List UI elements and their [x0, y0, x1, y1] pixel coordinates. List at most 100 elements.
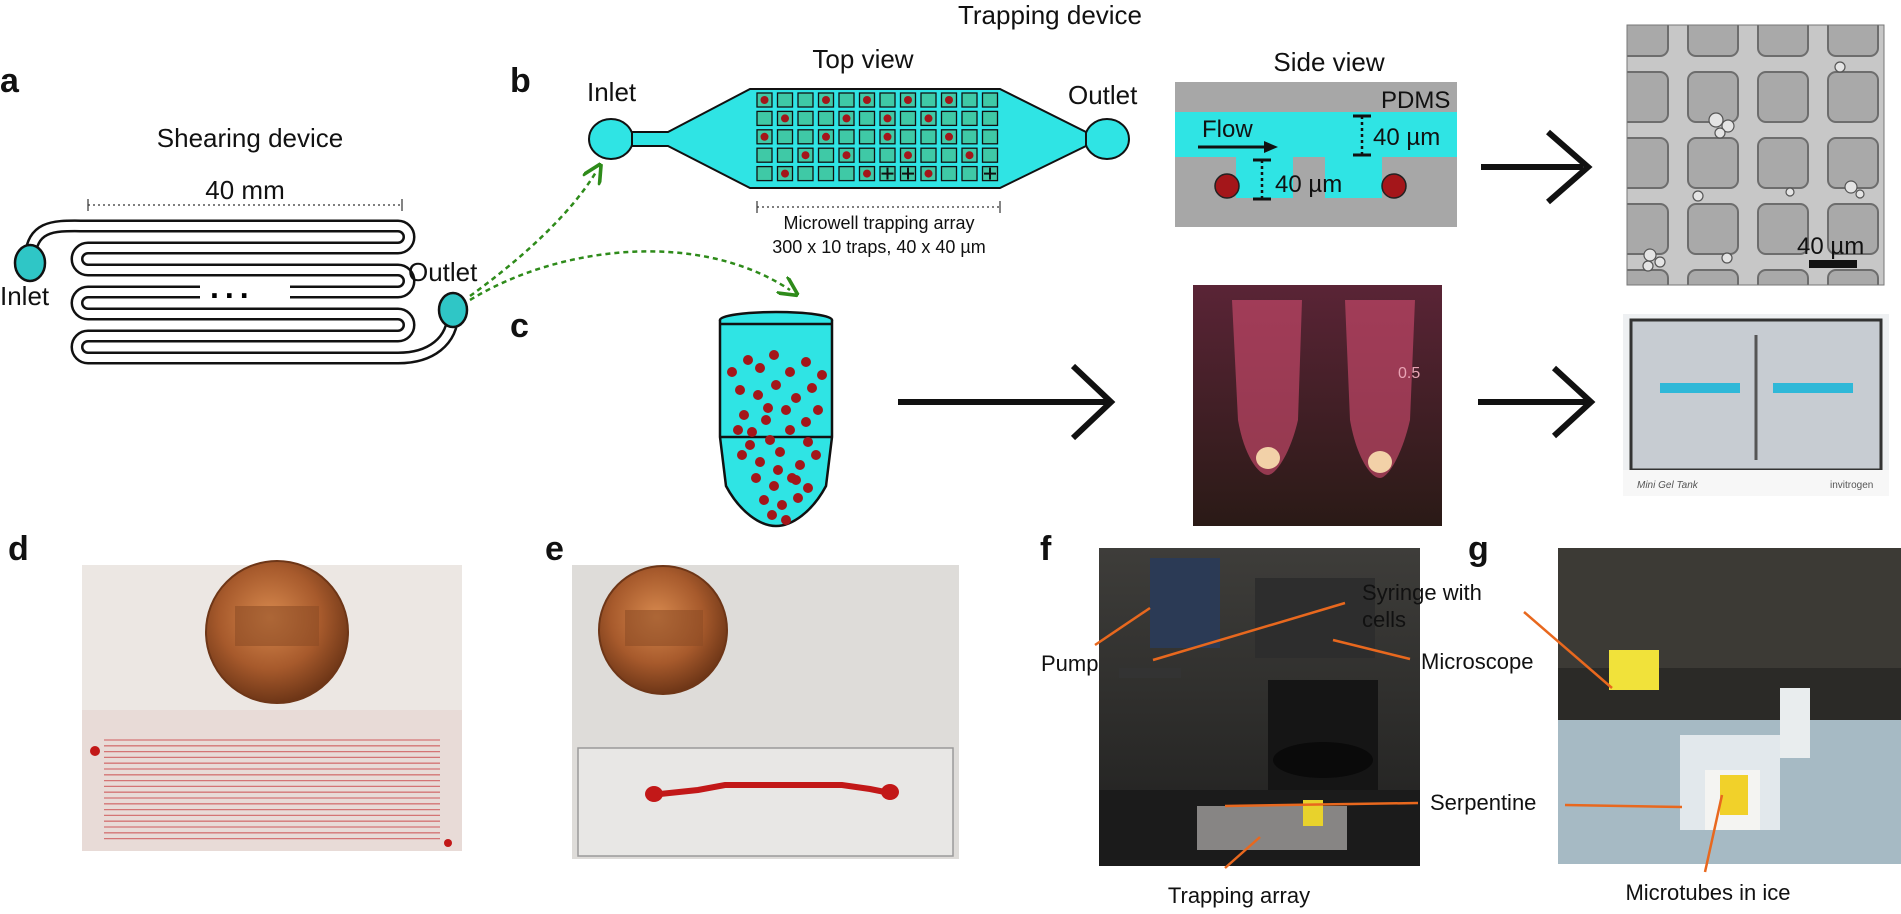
micrograph-scale-label: 40 µm — [1797, 233, 1864, 260]
trapped-cell-dot — [822, 132, 830, 141]
microwell-trap — [797, 129, 814, 145]
cell-dot — [735, 385, 745, 395]
panel-letter-f: f — [1040, 530, 1052, 568]
microwell-trap — [961, 110, 978, 127]
cell-dot — [803, 483, 813, 493]
trapping-device-title: Trapping device — [958, 0, 1142, 30]
microwell-trap — [797, 110, 814, 127]
cell-dot — [807, 383, 817, 393]
microscope-label: Microscope — [1421, 649, 1533, 674]
panel-b-side-view: Side view PDMS Flow 40 µm 40 µm — [1175, 47, 1457, 227]
flow-arrow — [1198, 141, 1278, 153]
trapped-cell-dot — [904, 96, 912, 104]
microwell-trap — [940, 165, 958, 182]
microwell-trap — [817, 165, 835, 182]
micrograph-scale-bar — [1809, 260, 1857, 268]
trapped-cell-dot — [801, 151, 810, 160]
cell-dot — [753, 390, 763, 400]
cell-dot — [777, 500, 787, 510]
flow-label: Flow — [1202, 116, 1253, 143]
cell-dot — [773, 465, 783, 475]
microwell-trap-grid — [756, 92, 999, 182]
arrow-to-tube-photo — [898, 363, 1116, 441]
cell-dot — [751, 473, 761, 483]
trapped-cell-dot — [842, 151, 851, 160]
microwell-trap — [776, 147, 794, 163]
microwell-trap — [899, 110, 917, 127]
cell-dot — [817, 370, 827, 380]
microwell-trap — [858, 147, 876, 163]
shearing-inlet-label: Inlet — [0, 281, 50, 311]
microwell-trap — [879, 147, 896, 163]
dashed-arrow-to-inlet — [469, 172, 596, 298]
cell-dot — [769, 481, 779, 491]
trapped-cell-dot — [781, 114, 789, 123]
panel-a-shearing-device: Shearing device 40 mm ... Inlet Outlet — [0, 123, 790, 365]
serpentine-photo-channels — [104, 739, 440, 840]
panel-b-top-view: Top view Inlet Outlet Microwell trapping… — [587, 44, 1138, 257]
shearing-outlet-label: Outlet — [408, 257, 478, 287]
cell-dot — [791, 393, 801, 403]
microwell-trap — [920, 92, 937, 108]
side-view-substrate — [1175, 157, 1457, 227]
callouts-panel-g — [1523, 611, 1724, 873]
cell-dot — [745, 440, 755, 450]
cell-dot — [811, 450, 821, 460]
depth-marker-well — [1253, 158, 1271, 201]
side-view-channel — [1175, 112, 1457, 198]
arrow-to-gel-tank — [1478, 365, 1596, 439]
microwell-trap — [940, 147, 958, 163]
arrow-to-micrograph — [1481, 129, 1593, 205]
trapped-cell-right — [1381, 173, 1407, 199]
trapped-cell-dot — [883, 132, 892, 141]
cell-dot — [801, 357, 811, 367]
gel-tank-brand: invitrogen — [1830, 480, 1873, 491]
microwell-trap — [920, 147, 937, 163]
trapped-cell-dot — [760, 96, 769, 104]
photo-gel-tank: Mini Gel Tank invitrogen — [1623, 314, 1889, 496]
trapped-cell-dot — [842, 114, 851, 123]
microwell-trap — [981, 110, 999, 127]
cell-dot — [763, 403, 773, 413]
photo-ice-setup — [1558, 548, 1901, 864]
trapped-cell-dot — [945, 96, 953, 104]
microwell-trap — [981, 92, 999, 108]
microwell-trap — [756, 165, 773, 182]
shearing-inlet-port — [13, 243, 47, 283]
microwell-micrograph: 40 µm — [1626, 24, 1885, 286]
trapped-cell-dot — [883, 114, 892, 123]
cell-dot — [793, 493, 803, 503]
trapped-cell-dot — [822, 96, 830, 104]
cell-dot — [755, 363, 765, 373]
trap-inlet-label: Inlet — [587, 77, 637, 107]
tube-graduation-mark: 0.5 — [1398, 365, 1420, 382]
cell-dot — [761, 415, 771, 425]
microwell-trap — [817, 110, 835, 127]
cell-dot — [781, 405, 791, 415]
panel-letter-g: g — [1468, 530, 1489, 568]
photo-lab-setup — [1099, 548, 1420, 866]
tube-body — [718, 320, 834, 528]
microwell-trap — [797, 92, 814, 108]
cell-dot — [743, 355, 753, 365]
trap-outlet-port — [1084, 118, 1130, 160]
microtubes-in-ice-label: Microtubes in ice — [1625, 880, 1790, 905]
microwell-trap — [838, 129, 855, 145]
cell-dot — [733, 425, 743, 435]
cells-in-tube — [727, 350, 827, 525]
microwell-trap — [838, 165, 855, 182]
cell-dot — [813, 405, 823, 415]
serpentine-label: Serpentine — [1430, 790, 1536, 815]
panel-letter-e: e — [545, 530, 564, 568]
microwell-trap — [940, 110, 958, 127]
serpentine-ellipsis: ... — [210, 269, 255, 305]
cell-dot — [795, 460, 805, 470]
panel-letter-a: a — [0, 62, 20, 100]
microwell-trap — [981, 147, 999, 163]
microwell-trap — [961, 92, 978, 108]
syringe-label-line1: Syringe with — [1362, 580, 1482, 605]
syringe-label-line2: cells — [1362, 607, 1406, 632]
trapped-cell-dot — [924, 169, 933, 178]
microwell-trap — [817, 147, 835, 163]
panel-c-collection-tube — [718, 310, 834, 528]
